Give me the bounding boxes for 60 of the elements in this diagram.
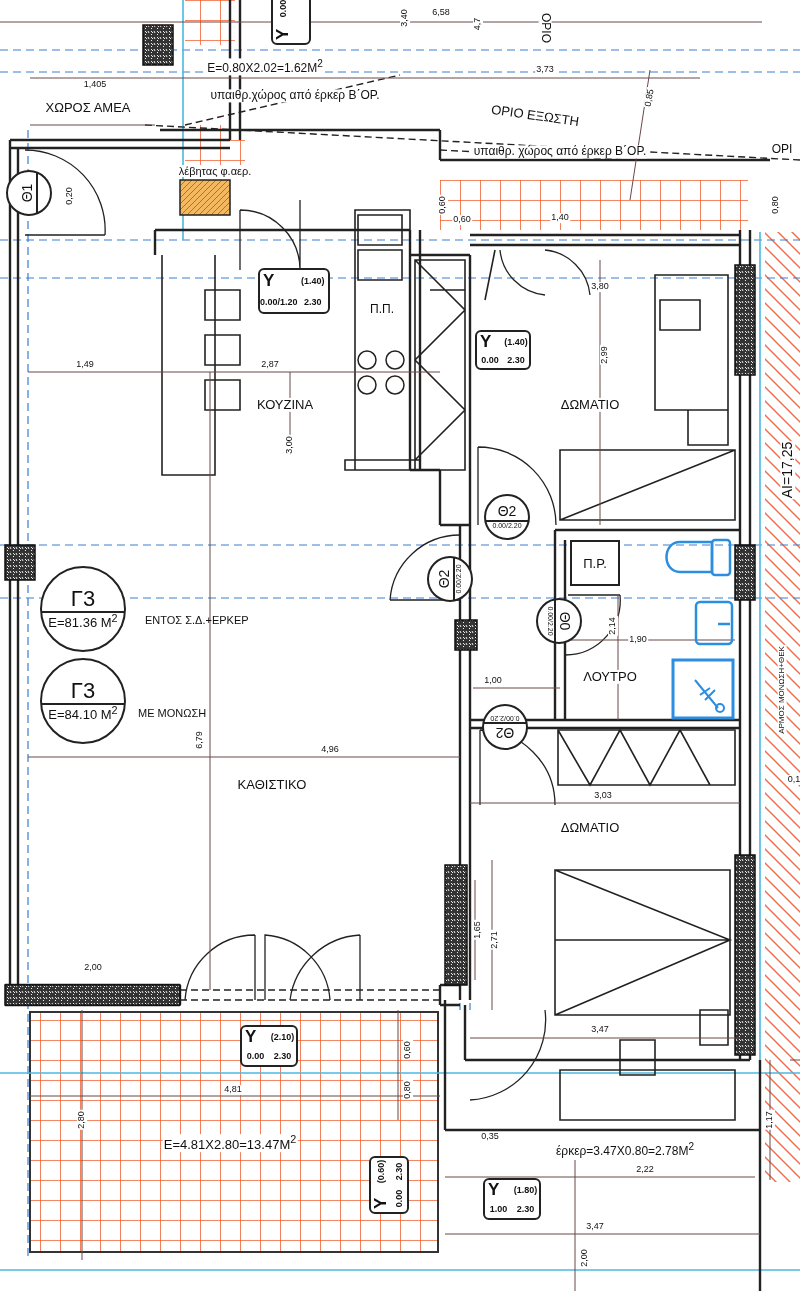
room-label: ΚΟΥΖΙΝΑ — [255, 397, 315, 413]
dimension-text: 1,17 — [765, 1110, 775, 1130]
dimension-text: 0,60 — [452, 215, 472, 225]
level-tag: Y (1.80) 1.00 2.30 — [483, 1178, 541, 1220]
dimension-text: 1,40 — [550, 213, 570, 223]
level-tag: Y (1.40) 0.00/1.20 2.30 — [258, 268, 330, 314]
dimension-text: 1,49 — [75, 360, 95, 370]
dimension-text: 2,99 — [600, 345, 610, 365]
level-tag: Y 0.00 — [271, 0, 311, 45]
room-label: E=4.81X2.80=13.47M$^{2}$ — [162, 1134, 298, 1152]
dimension-text: 3,73 — [535, 65, 555, 75]
door-tag: Θ1 — [6, 170, 52, 216]
note-text: E=0.80X2.02=1.62M$^{2}$ — [206, 58, 324, 76]
dimension-text: 2,14 — [608, 616, 618, 636]
dimension-text: 0,60 — [403, 1040, 413, 1060]
room-label: ΛΟΥΤΡΟ — [582, 669, 638, 685]
note-text: ΑΙ=17,25 — [780, 440, 796, 500]
dimension-text: 3,00 — [285, 435, 295, 455]
dimension-text: 1,65 — [473, 920, 483, 940]
dimension-text: 2,22 — [635, 1165, 655, 1175]
dimension-text: 6,58 — [431, 8, 451, 18]
note-text: έρκερ=3.47X0.80=2.78M$^{2}$ — [555, 1141, 695, 1159]
dimension-text: 0,20 — [65, 186, 75, 206]
level-tag: Y (0.60) 0.00 2.30 — [369, 1156, 409, 1214]
dimension-text: 3,03 — [593, 791, 613, 801]
dimension-text: ΑΡΜΟΣ ΜΟΝΩΣΗ+ΘΕΚ — [777, 645, 787, 735]
level-tag: Y (2.10) 0.00 2.30 — [240, 1025, 298, 1067]
dimension-text: 1,00 — [483, 676, 503, 686]
dimension-text: 2,71 — [490, 930, 500, 950]
room-label: ΔΩΜΑΤΙΟ — [559, 397, 621, 413]
dimension-text: 4,81 — [223, 1085, 243, 1095]
dimension-text: 2,80 — [77, 1110, 87, 1130]
dimension-text: 0,1 — [786, 775, 800, 785]
dimension-text: 2,00 — [580, 1248, 590, 1268]
dimension-text: 1,405 — [82, 80, 108, 90]
closet-box: Π.Ρ. — [570, 540, 620, 586]
dimension-text: 0,80 — [771, 195, 781, 215]
dimension-text: 0,60 — [438, 195, 448, 215]
dimension-text: 3,47 — [590, 1025, 610, 1035]
dimension-text: 0,35 — [480, 1132, 500, 1142]
dimension-text: 0,85 — [643, 87, 657, 109]
dimension-text: 3,80 — [590, 282, 610, 292]
dimension-text: 4,7 — [473, 16, 483, 32]
note-text: ΟΡΙΟ — [538, 12, 552, 44]
note-text: λέβητας φ.αερ. — [177, 164, 253, 178]
dimension-text: 1,90 — [628, 635, 648, 645]
dimension-text: 2,87 — [260, 360, 280, 370]
dimension-text: 2,00 — [83, 963, 103, 973]
area-note: ΜΕ ΜΟΝΩΣΗ — [138, 707, 207, 719]
dimension-text: 3,47 — [585, 1222, 605, 1232]
level-tag: Y (1.40) 0.00 2.30 — [475, 330, 531, 370]
dimension-text: 0,80 — [403, 1080, 413, 1100]
dimension-text: 3,40 — [400, 8, 410, 28]
area-tag: Γ3 E=84.10 M$^{2}$ — [40, 658, 126, 744]
note-text: υπαιθρ.χώρος από έρκερ Β΄ΟΡ. — [209, 89, 381, 103]
area-tag: Γ3 E=81.36 M$^{2}$ — [40, 566, 126, 652]
area-note: ΕΝΤΟΣ Σ.Δ.+ΕΡΚΕΡ — [145, 614, 249, 626]
dimension-text: 4,96 — [320, 745, 340, 755]
note-text: υπαιθρ. χώρος από έρκερ Β΄ΟΡ. — [472, 145, 648, 159]
dimension-text: 6,79 — [195, 730, 205, 750]
